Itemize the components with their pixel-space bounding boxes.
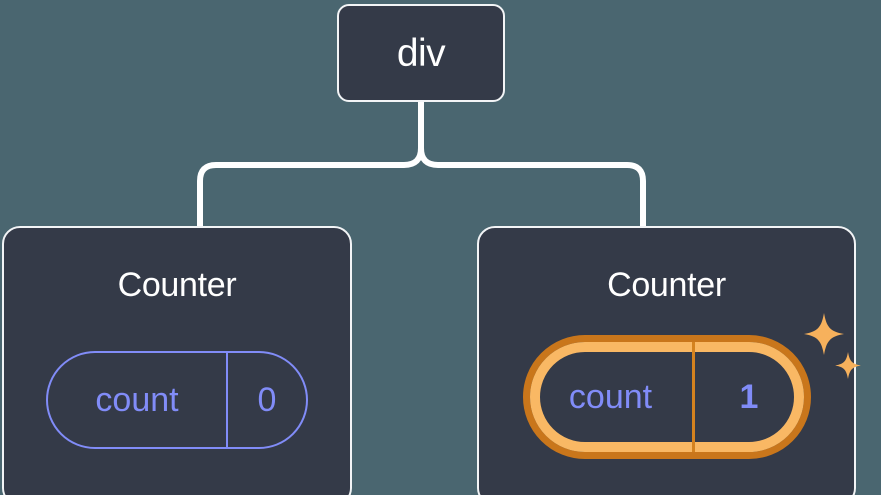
state-pill-right-wrap: count 1 — [479, 335, 854, 459]
state-value-left: 0 — [226, 353, 306, 447]
connector-to-left-child — [197, 147, 424, 228]
state-pill-left[interactable]: count 0 — [46, 351, 308, 449]
state-key-right: count — [568, 378, 653, 416]
node-root-div[interactable]: div — [337, 4, 505, 102]
state-pill-left-wrap: count 0 — [4, 351, 350, 449]
node-counter-right-title: Counter — [607, 266, 726, 304]
state-pill-right-highlight-ring[interactable]: count 1 — [522, 335, 811, 459]
node-counter-left-title: Counter — [117, 266, 237, 304]
connector-to-right-child — [418, 147, 646, 228]
node-root-label: div — [396, 31, 446, 75]
state-pill-right-inner-ring — [529, 342, 804, 452]
state-value-right: 1 — [691, 342, 804, 452]
state-pill-right[interactable]: count 1 — [530, 342, 804, 452]
state-key-left: count — [95, 381, 179, 419]
node-counter-right[interactable]: Counter count 1 — [477, 226, 861, 495]
node-counter-left[interactable]: Counter count 0 — [2, 226, 352, 495]
